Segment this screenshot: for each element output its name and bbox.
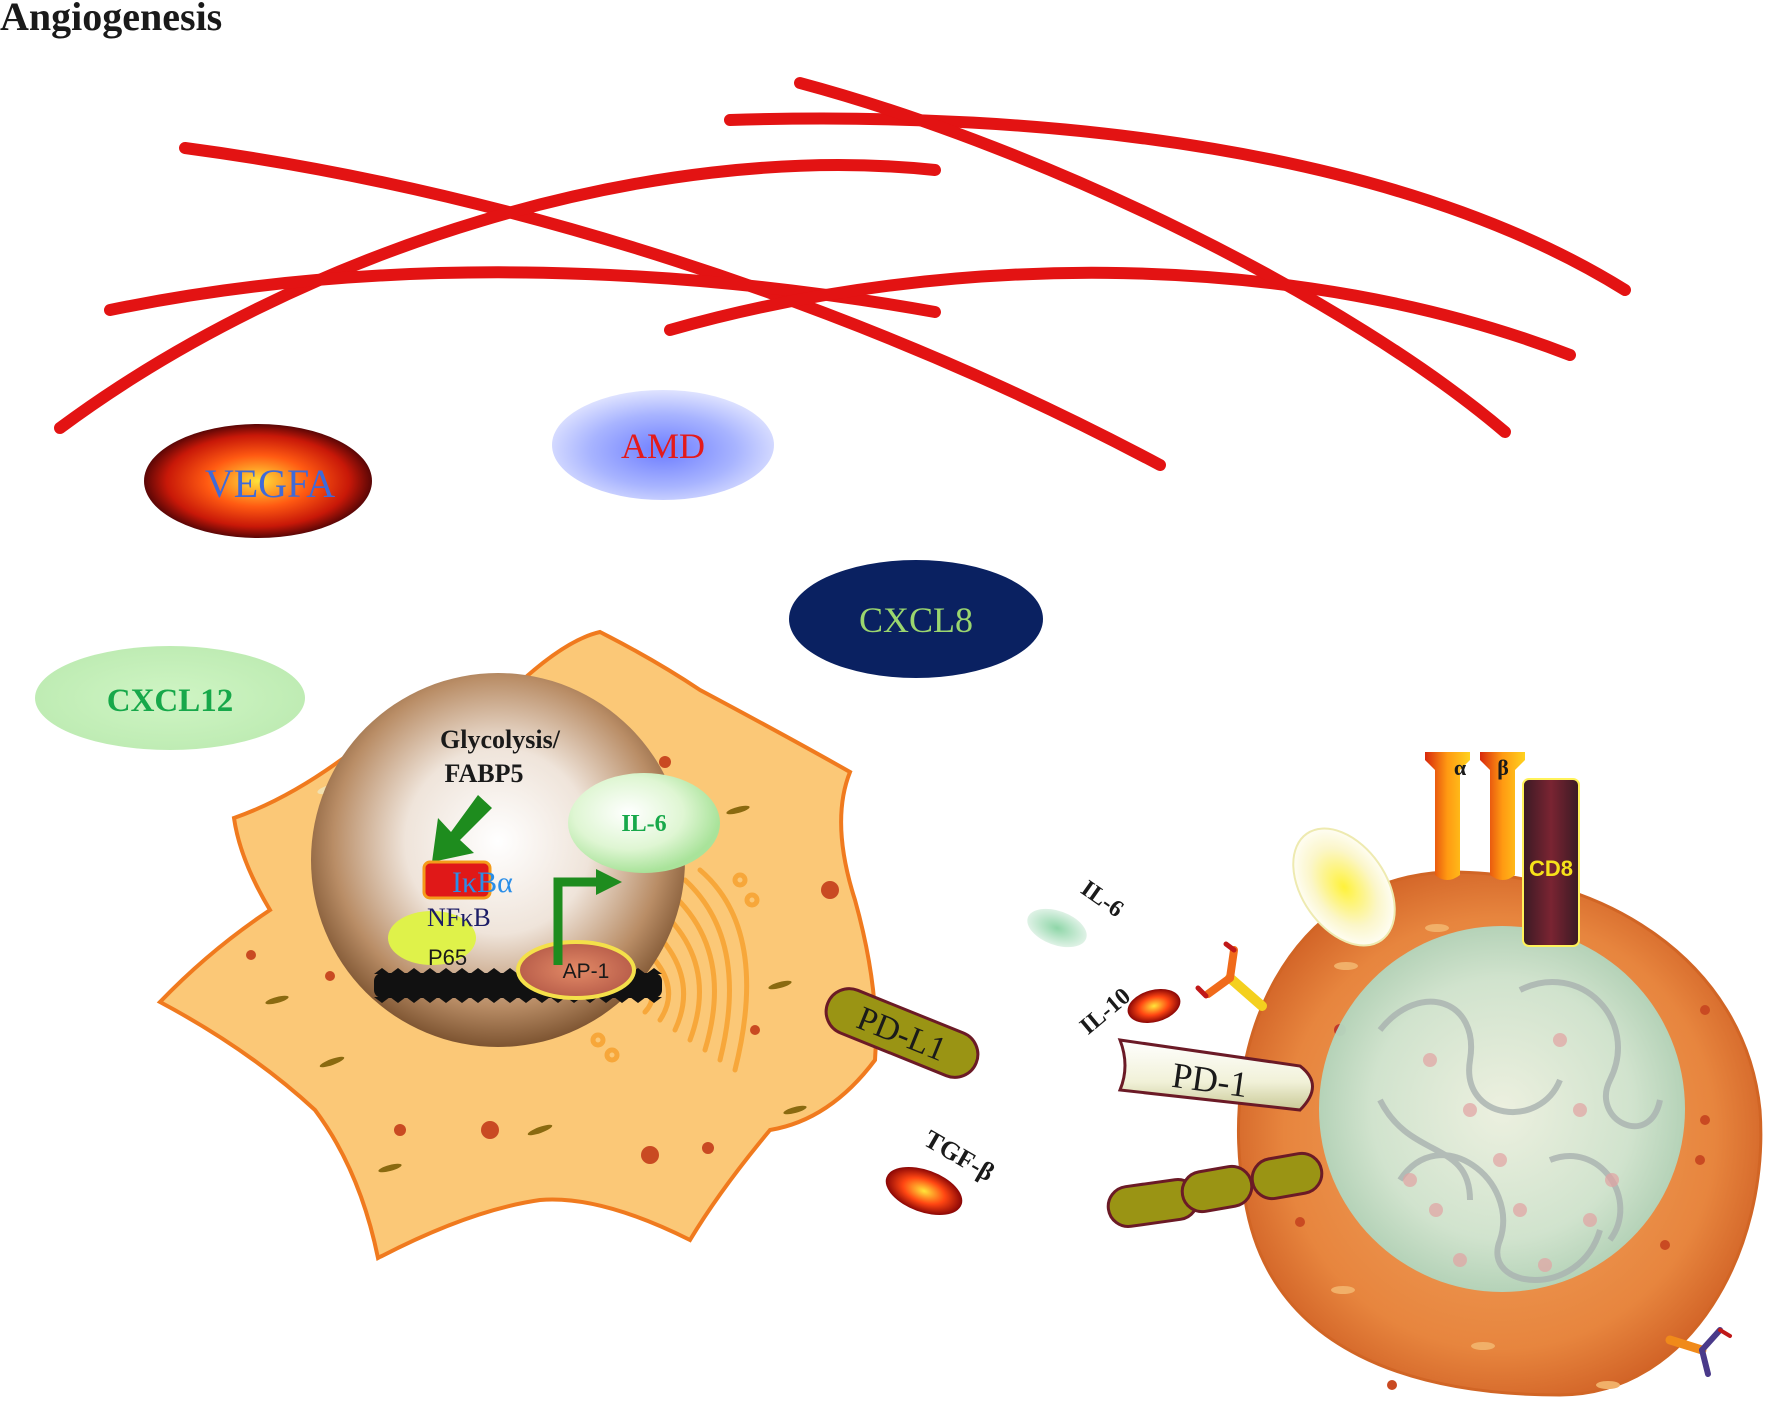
green-arrow-icon xyxy=(432,795,492,862)
vegfa-label: VEGFA xyxy=(205,461,335,506)
yellow-vesicle xyxy=(1292,827,1396,947)
cxcl8-ellipse xyxy=(789,560,1043,678)
cxcl8-label: CXCL8 xyxy=(859,600,973,640)
il6-secreted-label: IL-6 xyxy=(1076,876,1128,923)
amd-label: AMD xyxy=(621,426,705,466)
il10-ellipse xyxy=(1127,989,1181,1023)
tumor-cell: Glycolysis/ FABP5 IκBα NFκB P65 AP-1 IL-… xyxy=(156,629,980,1262)
tgfb-ellipse xyxy=(885,1166,963,1216)
cd8-receptor xyxy=(1522,778,1580,947)
olive-receptors xyxy=(1106,1151,1324,1228)
amd-ellipse xyxy=(552,390,774,500)
ikba-box xyxy=(422,860,492,900)
pd1-receptor xyxy=(1117,1038,1314,1112)
ap1-ellipse xyxy=(516,940,636,1000)
antibody-y-icon xyxy=(1195,941,1267,1011)
transcription-arrow-icon xyxy=(553,869,622,965)
ap1-label: AP-1 xyxy=(563,960,610,983)
antibody-y-lower-icon xyxy=(1665,1327,1732,1377)
beta-label: β xyxy=(1497,755,1509,780)
pdl1-receptor xyxy=(824,987,980,1079)
blood-vessels xyxy=(54,77,1631,471)
page-title: Angiogenesis xyxy=(0,0,222,39)
nfkb-label: NFκB xyxy=(427,903,491,932)
vessel-6 xyxy=(794,77,1511,438)
cxcl12-ellipse xyxy=(35,646,305,750)
ikba-label: IκBα xyxy=(452,866,513,899)
tcr-alpha-chain xyxy=(1425,752,1470,880)
vessel-2 xyxy=(54,159,941,434)
golgi-icon xyxy=(590,867,760,1073)
tcr-beta-chain xyxy=(1480,752,1525,880)
fabp5-label: FABP5 xyxy=(445,759,524,788)
t-cell: α β CD8 PD-1 xyxy=(1106,752,1763,1397)
cxcl12-label: CXCL12 xyxy=(107,683,234,719)
vessel-4 xyxy=(664,266,1576,361)
alpha-label: α xyxy=(1454,755,1467,780)
cd8-label: CD8 xyxy=(1529,856,1573,881)
p65-ellipse xyxy=(388,911,476,965)
vessel-5 xyxy=(724,112,1631,296)
tcr-receptor: α β xyxy=(1425,752,1525,880)
nucleus-dots xyxy=(1403,1033,1619,1272)
il6-secreted-ellipse xyxy=(1027,908,1087,948)
chromatin xyxy=(1377,979,1663,1283)
il6-inner-label: IL-6 xyxy=(621,811,666,837)
il10-label: IL-10 xyxy=(1075,983,1136,1040)
vessel-1 xyxy=(179,142,1166,471)
p65-label: P65 xyxy=(428,945,467,970)
il6-inner-ellipse xyxy=(568,773,720,873)
vegfa-ellipse xyxy=(144,424,372,538)
glycolysis-label: Glycolysis/ xyxy=(440,725,561,754)
